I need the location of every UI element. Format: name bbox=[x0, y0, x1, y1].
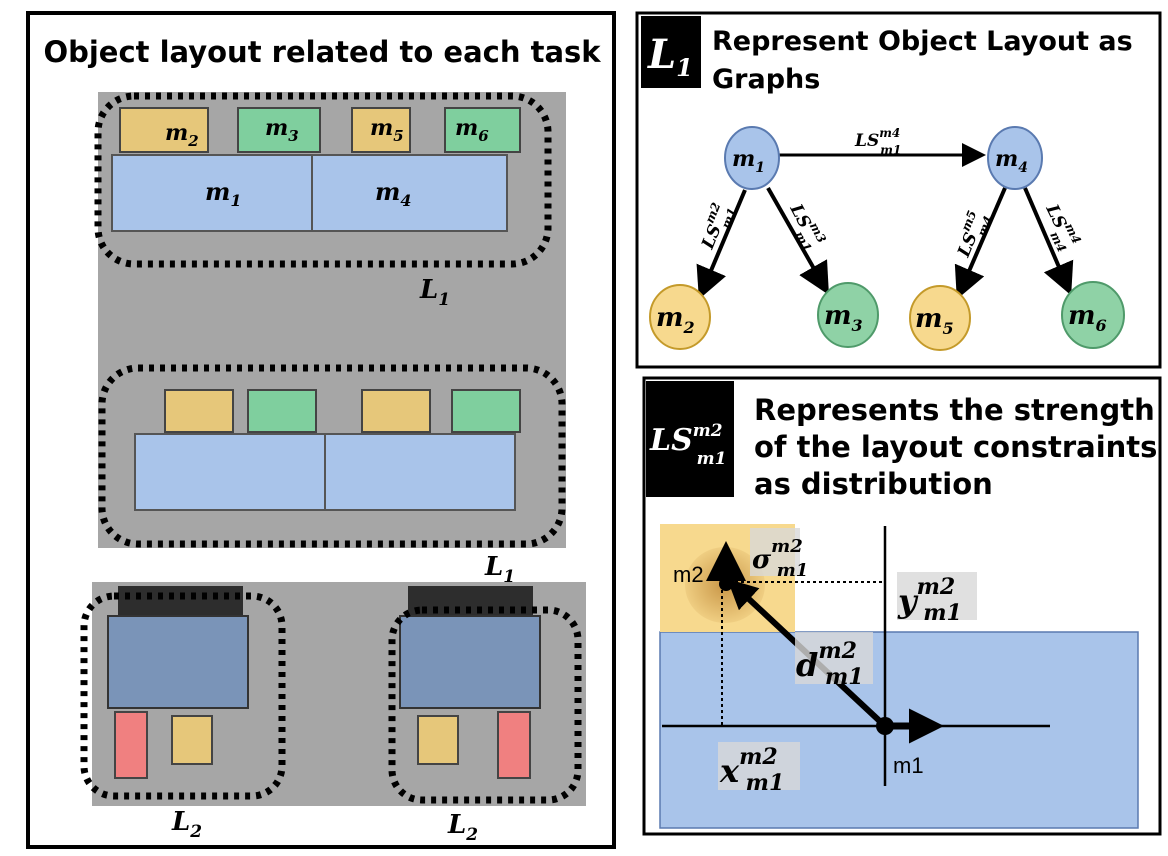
object-yellow-a bbox=[164, 389, 234, 433]
distribution-panel-title-2: of the layout constraints bbox=[754, 430, 1157, 464]
node-m4: m4 bbox=[987, 126, 1043, 190]
object-red-left bbox=[114, 711, 148, 779]
scene-3: L2 L2 bbox=[80, 582, 586, 845]
scene-2: L1 bbox=[98, 364, 566, 587]
layout-label-l2-left: L2 bbox=[171, 807, 202, 842]
edge-m1-m3 bbox=[766, 187, 829, 295]
object-m6 bbox=[444, 107, 521, 153]
object-m2 bbox=[119, 107, 209, 153]
layout-label-l2-right: L2 bbox=[447, 810, 478, 845]
left-panel-title: Object layout related to each task bbox=[43, 35, 601, 69]
device-right bbox=[399, 615, 541, 709]
object-green-a bbox=[247, 389, 317, 433]
svg-text:m3: m3 bbox=[824, 301, 863, 335]
device-top-left bbox=[118, 586, 243, 616]
distribution-panel-badge bbox=[646, 381, 734, 497]
distribution-panel-title-1: Represents the strength bbox=[754, 393, 1155, 427]
x-label-bg bbox=[718, 742, 800, 790]
object-red-right bbox=[497, 711, 531, 779]
object-m3 bbox=[237, 107, 321, 153]
m2-point bbox=[719, 577, 733, 591]
distribution-panel-title-3: as distribution bbox=[754, 467, 993, 501]
label-m5: m5 bbox=[370, 115, 404, 145]
m1-origin bbox=[876, 717, 894, 735]
label-m3: m3 bbox=[265, 115, 299, 145]
edge-m4-m6 bbox=[1023, 187, 1074, 296]
object-m4 bbox=[311, 154, 508, 232]
object-blue-b bbox=[324, 433, 516, 511]
sigma-label-bg bbox=[750, 528, 800, 576]
layout-outline-l1-bottom bbox=[98, 364, 566, 548]
label-m4: m4 bbox=[375, 177, 412, 210]
layout-label-l1-bottom: L1 bbox=[484, 552, 515, 587]
m2-label: m2 bbox=[673, 562, 704, 587]
label-m1: m1 bbox=[205, 177, 242, 210]
d-label-bg bbox=[795, 632, 873, 684]
object-m5 bbox=[351, 107, 411, 153]
graph-panel-badge bbox=[641, 16, 701, 88]
m1-label: m1 bbox=[893, 753, 924, 778]
label-m2: m2 bbox=[165, 120, 199, 150]
layout-outline-l1-top bbox=[94, 92, 552, 268]
svg-text:m2: m2 bbox=[656, 303, 695, 337]
graph-panel-title-2: Graphs bbox=[712, 64, 820, 95]
node-m6: m6 bbox=[1061, 281, 1125, 349]
object-blue-a bbox=[134, 433, 326, 511]
m1-region bbox=[659, 631, 1139, 829]
svg-text:m6: m6 bbox=[1068, 301, 1107, 335]
graph-panel-title-1: Represent Object Layout as bbox=[712, 26, 1133, 57]
layout-label-l1-top: L1 bbox=[419, 275, 450, 310]
svg-text:m5: m5 bbox=[915, 304, 954, 338]
device-left bbox=[107, 615, 249, 709]
graph-panel: L1 Represent Object Layout as Graphs LSm… bbox=[635, 11, 1162, 369]
object-green-b bbox=[451, 389, 521, 433]
node-m5: m5 bbox=[909, 285, 971, 351]
left-panel: Object layout related to each task m2 m3… bbox=[26, 11, 616, 849]
node-m1: m1 bbox=[724, 126, 780, 190]
node-m2: m2 bbox=[649, 284, 711, 350]
object-m1 bbox=[111, 154, 313, 232]
object-yellow-b bbox=[361, 389, 431, 433]
edge-m4-m5 bbox=[954, 187, 1007, 300]
graph-panel-badge-text: L1 bbox=[647, 31, 693, 82]
y-label-bg bbox=[897, 572, 977, 620]
svg-text:m1: m1 bbox=[732, 146, 765, 176]
layout-outline-l2-left bbox=[80, 592, 286, 800]
label-m6: m6 bbox=[455, 115, 489, 145]
object-yellow-right bbox=[417, 715, 459, 765]
node-m3: m3 bbox=[817, 282, 879, 348]
edge-m1-m2 bbox=[696, 189, 747, 300]
object-yellow-left bbox=[171, 715, 213, 765]
svg-text:m4: m4 bbox=[995, 146, 1028, 176]
